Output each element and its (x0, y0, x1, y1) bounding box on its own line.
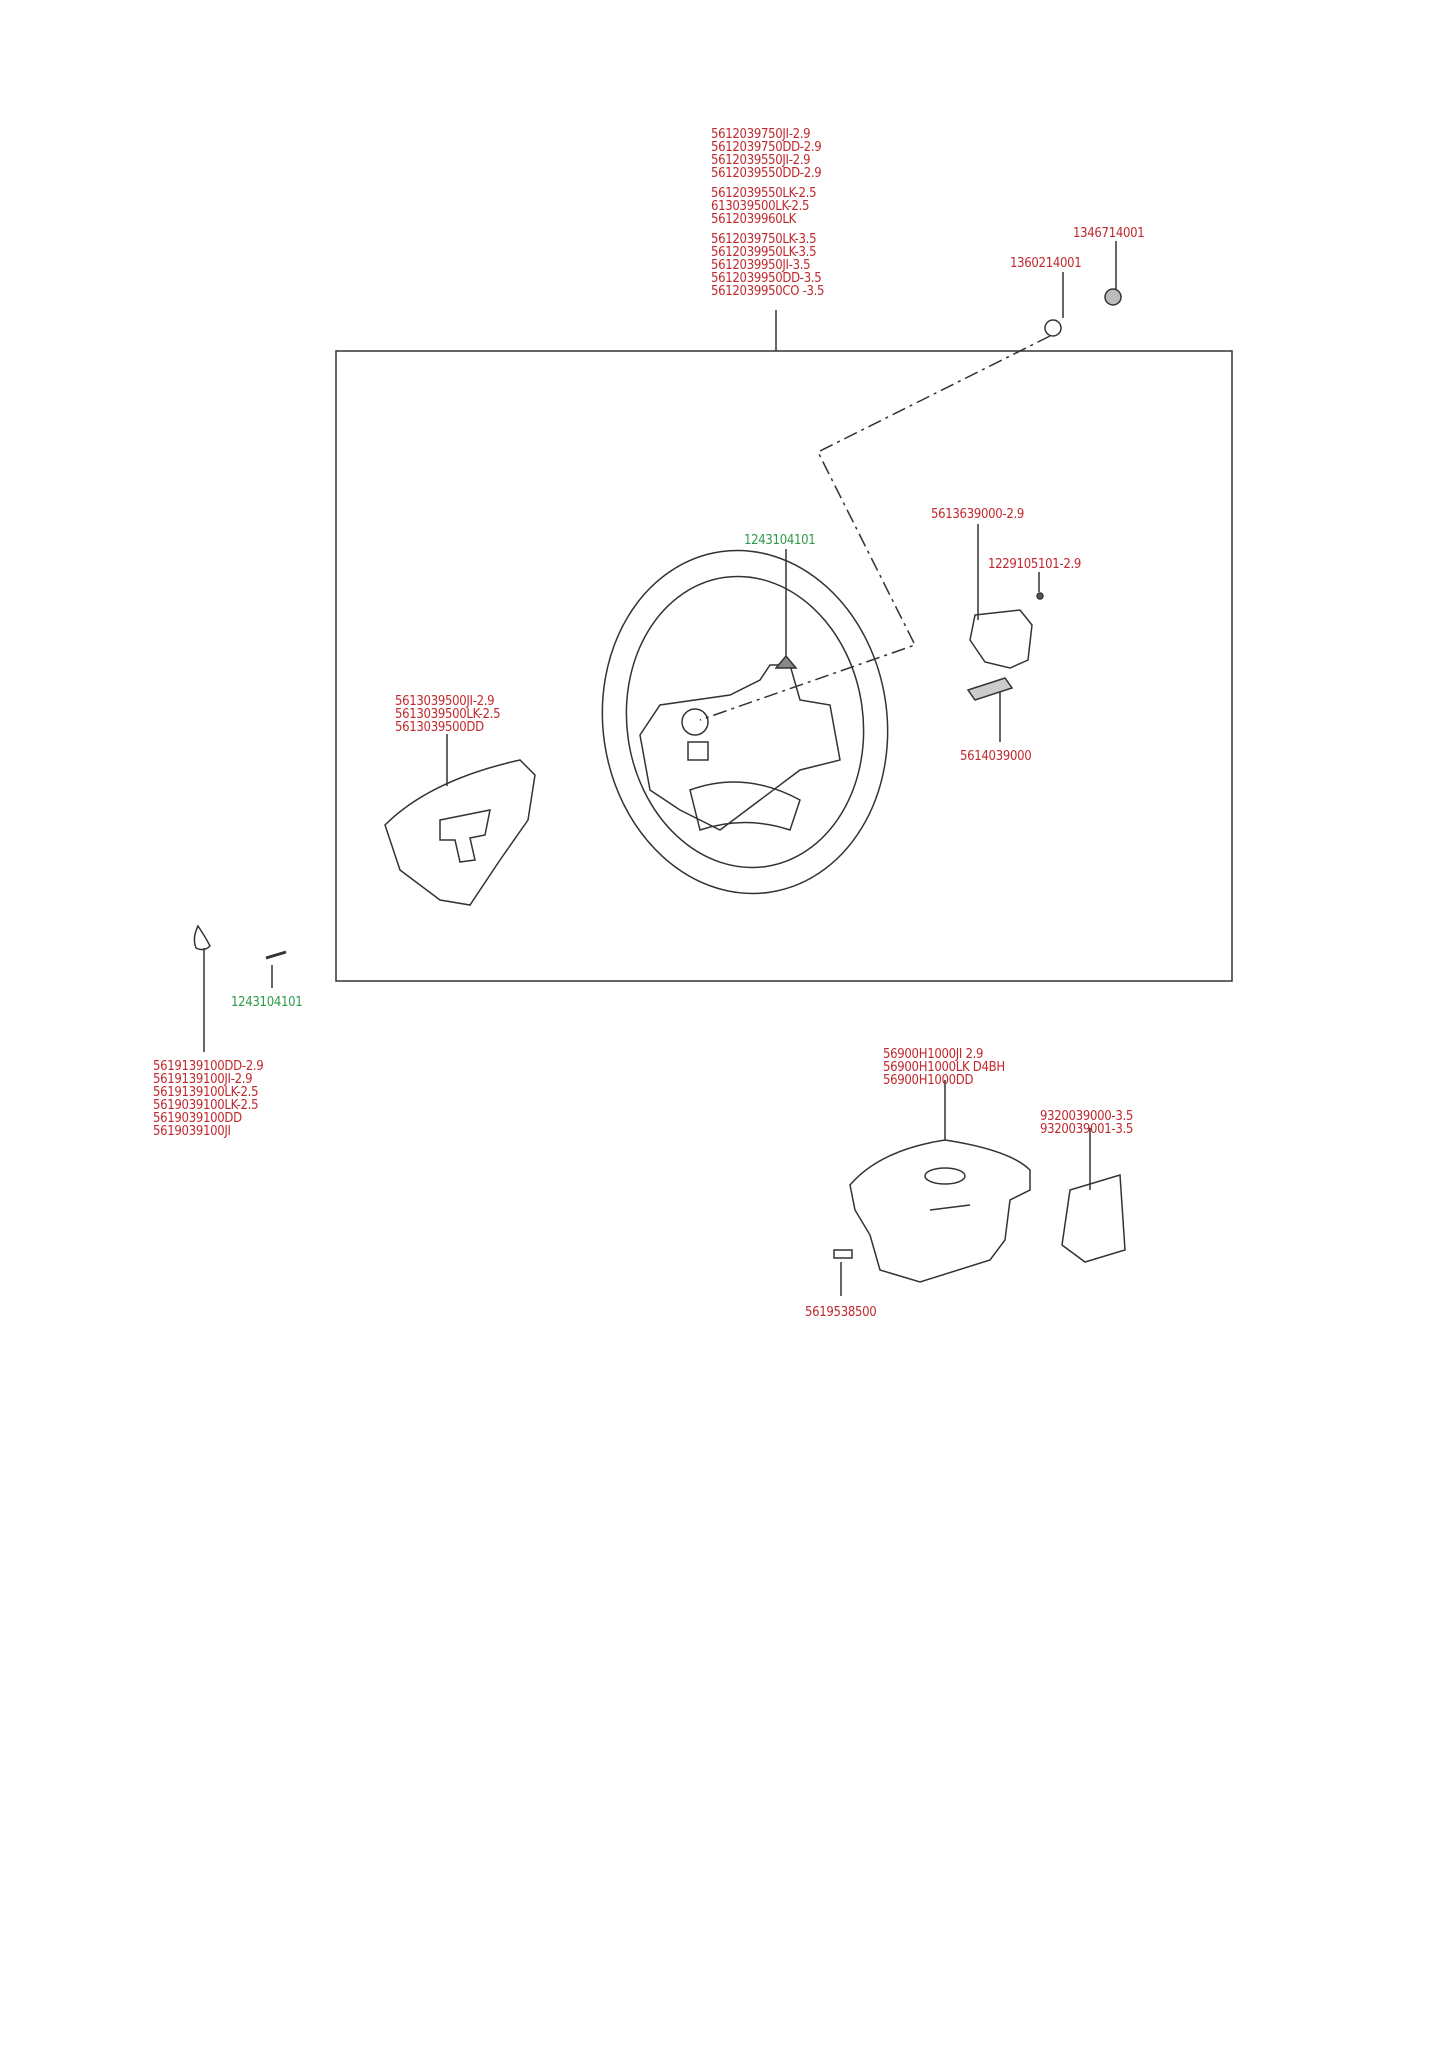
cover-left-part (384, 759, 536, 906)
label-bolt-center: 1243104101 (744, 533, 816, 548)
part-number: 56900H1000LK D4BH (883, 1060, 1005, 1075)
airbag-part (849, 1139, 1031, 1283)
part-number: 5619039100JI (153, 1124, 231, 1139)
label-airbag: 56900H1000JI 2.9 56900H1000LK D4BH 56900… (883, 1048, 1005, 1087)
part-number: 613039500LK-2.5 (711, 199, 810, 214)
part-number: 5612039550JI-2.9 (711, 153, 811, 168)
part-number: 5613039500LK-2.5 (395, 707, 501, 722)
part-number: 5619039100DD (153, 1111, 242, 1126)
part-number: 5612039950LK-3.5 (711, 245, 817, 260)
clip-part (833, 1249, 853, 1259)
part-number: 56900H1000DD (883, 1073, 974, 1088)
part-number: 5612039950DD-3.5 (711, 271, 822, 286)
part-number: 5612039960LK (711, 212, 796, 227)
switch-part (966, 677, 1014, 701)
part-number: 5612039750LK-3.5 (711, 232, 817, 247)
steering-wheel-part (601, 549, 889, 895)
part-number: 5612039550LK-2.5 (711, 186, 817, 201)
part-number: 9320039000-3.5 (1040, 1109, 1134, 1124)
label-cap: 5619139100DD-2.9 5619139100JI-2.9 561913… (153, 1059, 264, 1139)
cap-part (193, 924, 211, 951)
label-steering-wheel: 5612039750JI-2.9 5612039750DD-2.9 561203… (711, 127, 825, 299)
part-number: 9320039001-3.5 (1040, 1122, 1134, 1137)
label-switch: 5614039000 (960, 749, 1032, 764)
label-bracket-screw: 1229105101-2.9 (988, 557, 1082, 572)
label-remote-switch: 9320039000-3.5 9320039001-3.5 (1040, 1110, 1133, 1136)
part-number: 5612039750DD-2.9 (711, 140, 822, 155)
label-clip: 5619538500 (805, 1305, 877, 1320)
part-number: 5619139100JI-2.9 (153, 1072, 253, 1087)
part-number: 5619039100LK-2.5 (153, 1098, 259, 1113)
part-number: 5619139100LK-2.5 (153, 1085, 259, 1100)
bracket-part (969, 609, 1033, 669)
washer-part (1044, 319, 1062, 337)
part-number: 5613039500DD (395, 720, 484, 735)
part-number: 5612039550DD-2.9 (711, 166, 822, 181)
part-number: 5613039500JI-2.9 (395, 694, 495, 709)
bolt-left-part (265, 950, 287, 960)
label-bracket: 5613639000-2.9 (931, 507, 1025, 522)
part-number: 5612039750JI-2.9 (711, 127, 811, 142)
label-washer: 1360214001 (1010, 256, 1082, 271)
bracket-screw-part (1036, 592, 1044, 600)
part-number: 5612039950JI-3.5 (711, 258, 811, 273)
part-number: 5619139100DD-2.9 (153, 1059, 264, 1074)
part-number: 5612039950CO -3.5 (711, 284, 825, 299)
label-bolt-left: 1243104101 (231, 995, 303, 1010)
dash-dot-line (699, 335, 1051, 721)
part-number: 56900H1000JI 2.9 (883, 1047, 984, 1062)
remote-switch-part (1061, 1174, 1126, 1263)
nut-part (1104, 288, 1122, 306)
cover-left-detail (439, 809, 491, 863)
assembly-frame (335, 350, 1233, 982)
label-cover-left: 5613039500JI-2.9 5613039500LK-2.5 561303… (395, 694, 501, 735)
label-nut: 1346714001 (1073, 226, 1145, 241)
